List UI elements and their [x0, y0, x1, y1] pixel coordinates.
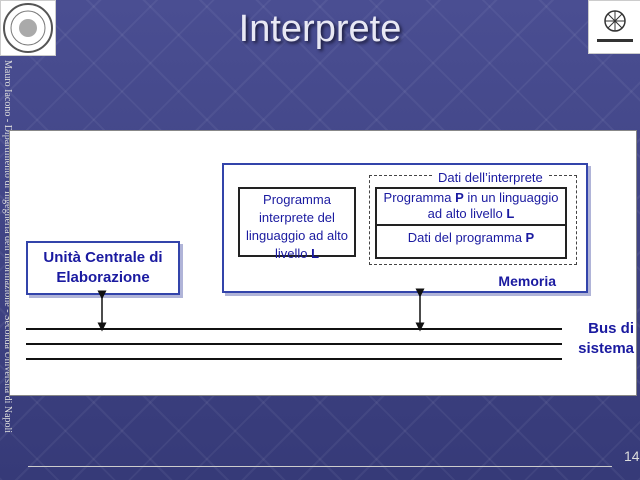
program-stack: Programma P in un linguaggio ad alto liv… [375, 187, 567, 259]
interpreter-data-label: Dati dell’interprete [434, 170, 547, 185]
bus-label: Bus di sistema [572, 319, 634, 359]
bus-line [26, 358, 562, 360]
memory-label: Memoria [498, 273, 556, 289]
bus-connectors [97, 288, 425, 332]
interpreter-program-box: Programma interprete del linguaggio ad a… [238, 187, 356, 261]
farsec-logo [588, 0, 640, 54]
page-number: 14 [624, 448, 640, 464]
memory-box: Programma interprete del linguaggio ad a… [222, 163, 588, 293]
program-data-prog: P [525, 230, 535, 245]
diagram-panel: Unità Centrale di Elaborazione Programma… [9, 130, 637, 396]
cpu-box: Unità Centrale di Elaborazione [26, 241, 180, 295]
footer-divider [28, 466, 612, 467]
bus-label-line2: sistema [578, 340, 634, 357]
program-data-box: Dati del programma P [377, 226, 565, 245]
slide-title: Interprete [238, 8, 402, 50]
interpreter-program-lang: L [311, 246, 320, 261]
program-box-prog: P [455, 190, 464, 205]
side-credit-text: Mauro Iacono - Dipartimento di Ingegneri… [2, 60, 13, 434]
cpu-label-line1: Unità Centrale di [43, 249, 163, 266]
cpu-label-line2: Elaborazione [56, 269, 150, 286]
program-box-lang: L [506, 206, 515, 221]
bus-label-line1: Bus di [588, 320, 634, 337]
program-box-text2: in un linguaggio ad alto livello [427, 190, 559, 221]
bus-line [26, 328, 562, 330]
program-data-text: Dati del programma [407, 230, 522, 245]
interpreter-program-text: Programma interprete del linguaggio ad a… [246, 192, 348, 261]
program-box: Programma P in un linguaggio ad alto liv… [377, 189, 565, 226]
bus-line [26, 343, 562, 345]
university-seal-logo [0, 0, 56, 56]
program-box-text1: Programma [383, 190, 452, 205]
